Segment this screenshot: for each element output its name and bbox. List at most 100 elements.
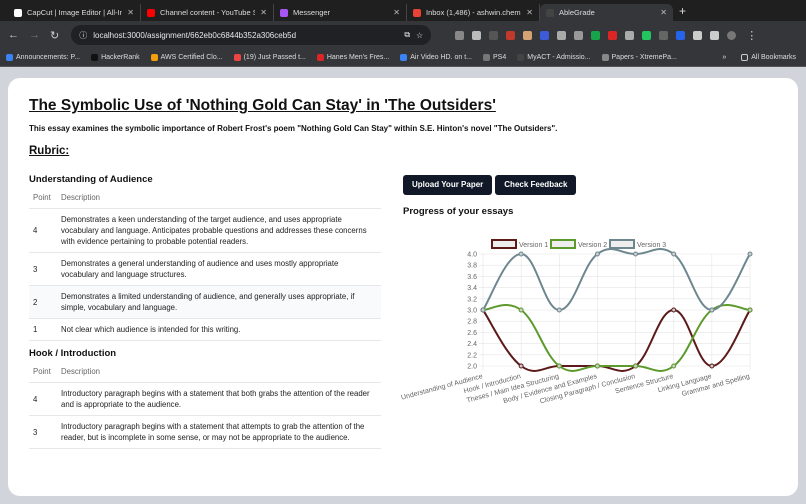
more-bookmarks-icon[interactable]: » [722,54,727,61]
bookmark-item[interactable]: Air Video HD. on t... [400,54,472,61]
check-feedback-button[interactable]: Check Feedback [495,175,577,195]
puzzle-icon[interactable] [693,30,703,40]
page-title: The Symbolic Use of 'Nothing Gold Can St… [29,97,496,114]
bookmark-item[interactable]: HackerRank [91,54,140,61]
close-tab-icon[interactable]: ✕ [526,8,533,17]
site-info-icon[interactable]: ⓘ [79,30,88,40]
data-point [594,251,600,257]
point-cell: 1 [29,318,57,341]
open-in-icon[interactable]: ⧉ [404,30,411,39]
tab-favicon-icon [413,8,421,17]
menu-icon[interactable]: ⋮ [746,29,758,42]
legend-label: Version 2 [578,242,607,249]
reload-icon[interactable]: ↻ [50,29,60,42]
upload-paper-button[interactable]: Upload Your Paper [403,175,493,195]
browser-tab[interactable]: AbleGrade✕ [540,4,673,21]
browser-tab[interactable]: Messenger ✕ [274,4,407,21]
bookmark-item[interactable]: Hanes Men's Fres... [316,54,390,61]
data-point [556,307,562,313]
new-tab-icon[interactable]: + [679,3,687,18]
bookmark-favicon-icon [150,54,158,61]
extension-icon[interactable] [489,30,499,40]
data-point [556,363,562,369]
tab-favicon-icon [280,8,288,17]
data-point [633,363,639,369]
extension-icon[interactable] [523,30,533,40]
essay-description: This essay examines the symbolic importa… [29,124,558,133]
bookmark-item[interactable]: Announcements: P... [6,54,80,61]
avatar[interactable] [727,30,737,40]
forward-icon[interactable]: → [29,29,40,41]
y-tick-label: 4.0 [467,252,477,259]
extension-icon[interactable] [540,30,550,40]
tab-bar: CapCut | Image Editor | All-In✕Channel c… [0,0,806,21]
browser-tab[interactable]: Inbox (1,486) - ashwin.chem✕ [407,4,540,21]
bookmark-label: Hanes Men's Fres... [326,54,390,61]
y-tick-label: 2.0 [467,364,477,371]
section-title: Hook / Introduction [29,348,117,359]
tab-title: Messenger [293,8,331,17]
y-tick-label: 3.0 [467,308,477,315]
point-cell: 3 [29,415,57,449]
folder-icon [741,54,749,61]
legend-label: Version 1 [519,242,548,249]
extension-icon[interactable] [659,30,669,40]
extension-icon[interactable] [608,30,618,40]
bookmark-favicon-icon [316,54,324,61]
point-cell: 3 [29,252,57,286]
extension-icon[interactable] [574,30,584,40]
bookmark-item[interactable]: PS4 [483,54,506,61]
bookmark-item[interactable]: Papers - XtremePa... [601,54,677,61]
y-tick-label: 3.2 [467,296,477,303]
data-point [480,307,486,313]
bookmark-label: Air Video HD. on t... [410,54,472,61]
description-cell: Not clear which audience is intended for… [57,318,381,341]
extension-icon[interactable] [625,30,635,40]
bookmark-favicon-icon [517,54,525,61]
extension-icon[interactable] [472,30,482,40]
description-cell: Introductory paragraph begins with a sta… [57,415,381,449]
bookmark-item[interactable]: (19) Just Passed t... [233,54,306,61]
download-icon[interactable] [710,30,720,40]
bookmark-item[interactable]: AWS Certified Clo... [150,54,223,61]
bookmark-favicon-icon [601,54,609,61]
data-point [709,307,715,313]
url-text[interactable]: localhost:3000/assignment/662eb0c6844b35… [93,30,297,40]
close-tab-icon[interactable]: ✕ [393,8,400,17]
browser-tab[interactable]: CapCut | Image Editor | All-In✕ [8,4,141,21]
y-tick-label: 2.4 [467,341,477,348]
back-icon[interactable]: ← [8,29,19,41]
close-tab-icon[interactable]: ✕ [660,8,667,17]
y-tick-label: 3.6 [467,274,477,281]
data-point [747,307,753,313]
browser-tab[interactable]: Channel content - YouTube St✕ [141,4,274,21]
extension-icon[interactable] [642,30,652,40]
bookmark-item[interactable]: MyACT - Admissio... [517,54,591,61]
bookmark-favicon-icon [400,54,408,61]
extension-icon[interactable] [591,30,601,40]
extension-icon[interactable] [506,30,516,40]
data-point [518,251,524,257]
y-tick-label: 2.2 [467,352,477,359]
all-bookmarks[interactable]: »All Bookmarks [722,54,796,61]
address-bar[interactable]: ⓘ localhost:3000/assignment/662eb0c6844b… [71,25,432,45]
col-description: Description [57,193,381,209]
extension-icon[interactable] [557,30,567,40]
point-cell: 4 [29,208,57,253]
extension-icon[interactable] [455,30,465,40]
extension-icon[interactable] [676,30,686,40]
bookmark-star-icon[interactable]: ☆ [416,30,424,40]
assignment-card: The Symbolic Use of 'Nothing Gold Can St… [8,78,798,496]
close-tab-icon[interactable]: ✕ [127,8,134,17]
x-tick-label: Grammar and Spelling [681,373,751,398]
description-cell: Demonstrates a keen understanding of the… [57,208,381,253]
point-cell: 4 [29,382,57,416]
close-tab-icon[interactable]: ✕ [260,8,267,17]
bookmark-label: Papers - XtremePa... [611,54,677,61]
